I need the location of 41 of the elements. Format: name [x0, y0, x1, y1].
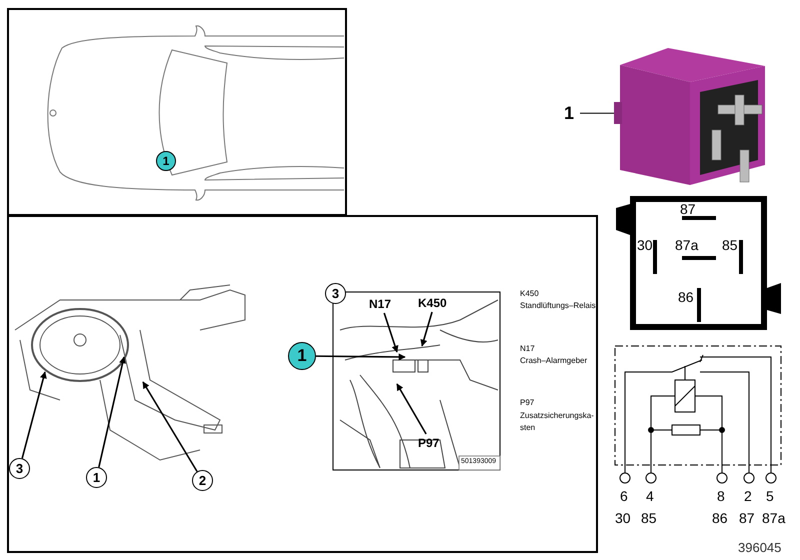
part-code: N17 [369, 297, 395, 311]
pin-number: 85 [722, 237, 738, 253]
pin-number: 4 [646, 488, 654, 504]
terminal-number: 87 [739, 510, 755, 526]
part-code: P97 [520, 398, 534, 407]
pin-number: 6 [620, 488, 628, 504]
part-description: Zusatzsicherungska- sten [520, 410, 594, 434]
diagram-number: 396045 [738, 540, 782, 555]
part-code: P97 [418, 436, 442, 450]
leader-arrow [142, 381, 198, 472]
callout-number: 1 [288, 342, 316, 370]
terminal-number: 85 [641, 510, 657, 526]
pin-number: 87a [675, 237, 698, 253]
callout-number: 1 [564, 104, 578, 122]
terminal-number: 86 [712, 510, 728, 526]
leader-arrow [383, 312, 398, 353]
part-description: Standlüftungs–Relais [520, 301, 596, 310]
pin-number: 86 [678, 289, 694, 305]
callout-number: 3 [325, 283, 346, 304]
callout-number: 1 [156, 151, 176, 171]
pin-number: 8 [717, 488, 725, 504]
part-code: N17 [520, 344, 535, 353]
part-code: K450 [520, 289, 539, 298]
terminal-number: 30 [615, 510, 631, 526]
callout-number: 3 [9, 458, 30, 479]
leader-arrow [396, 383, 427, 434]
pin-number: 87 [680, 201, 696, 217]
pin-number: 30 [637, 237, 653, 253]
leader-arrow [98, 356, 126, 468]
callout-number: 2 [192, 470, 213, 491]
terminal-number: 87a [762, 510, 786, 526]
pin-number: 2 [744, 488, 752, 504]
callout-number: 1 [86, 467, 107, 488]
part-description: Crash–Alarmgeber [520, 356, 588, 365]
part-code: K450 [418, 296, 450, 310]
leader-arrow [420, 312, 433, 347]
pin-number: 5 [766, 488, 774, 504]
leader-arrow [21, 371, 47, 459]
leader-arrow [316, 353, 406, 360]
leader-line [580, 112, 614, 114]
relay-drawing [614, 48, 765, 185]
